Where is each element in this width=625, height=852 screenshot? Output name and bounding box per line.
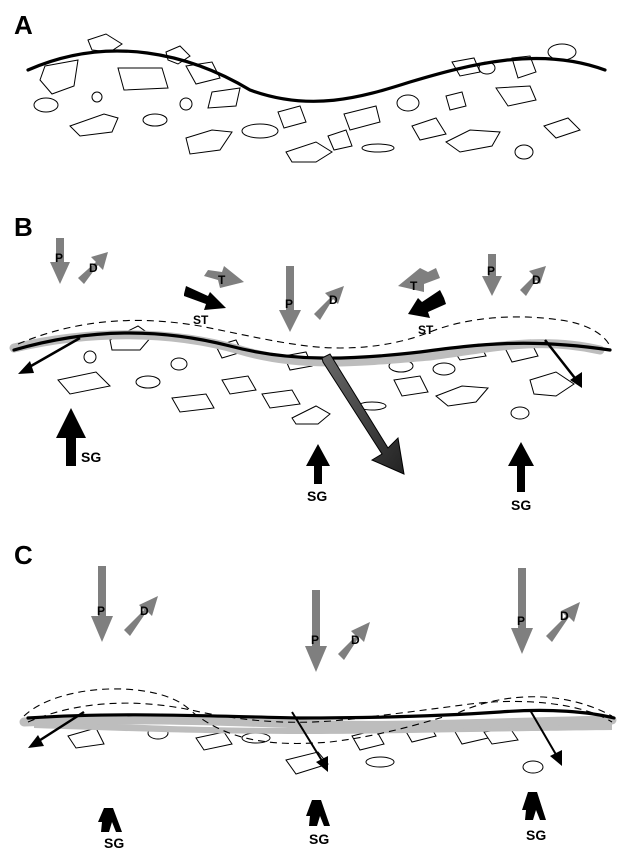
t-arrow-right: T [398,268,440,293]
p-arrow-label: P [487,264,495,278]
d-arrow-b3: D [520,266,546,296]
sg-arrow-b1: SG [56,408,101,466]
panel-a: A [14,10,605,162]
p-arrow-b1: P [50,238,70,284]
panel-a-grains [34,34,580,162]
panel-c-label: C [14,540,33,570]
sg-arrow-label: SG [511,497,531,513]
panel-b-label: B [14,212,33,242]
d-arrow-label: D [351,633,360,647]
t-arrow-label: T [410,279,418,293]
p-arrow-label: P [517,614,525,628]
sg-arrow-label: SG [104,835,124,851]
st-arrow-left: ST [184,286,226,327]
panel-b: B [14,212,610,513]
panel-b-large-downslope-arrow [322,354,404,474]
sg-arrow-label: SG [81,449,101,465]
panel-c: C P [14,540,614,851]
t-arrow-label: T [218,273,226,287]
p-arrow-label: P [311,633,319,647]
d-arrow-b1: D [78,252,108,284]
p-arrow-label: P [97,604,105,618]
p-arrow-c3: P [511,568,533,654]
d-arrow-c1: D [124,596,158,636]
st-arrow-right: ST [408,290,446,337]
sg-arrow-b2: SG [306,444,330,504]
sg-arrow-b3: SG [508,442,534,513]
st-arrow-label: ST [193,313,209,327]
st-arrow-label: ST [418,323,434,337]
d-arrow-b2: D [314,286,344,320]
sg-arrow-c3: SG [522,792,546,843]
sg-arrow-c1: SG [98,808,124,851]
p-arrow-b2: P [279,266,301,332]
d-arrow-label: D [532,273,541,287]
d-arrow-c2: D [338,622,370,660]
d-arrow-label: D [140,604,149,618]
p-arrow-c2: P [305,590,327,672]
d-arrow-label: D [329,293,338,307]
sg-arrow-label: SG [307,488,327,504]
d-arrow-label: D [560,609,569,623]
sg-arrow-label: SG [309,831,329,847]
d-arrow-c3: D [546,602,580,642]
p-arrow-c1: P [91,566,113,642]
panel-a-label: A [14,10,33,40]
p-arrow-b3: P [482,254,502,296]
sg-arrow-label: SG [526,827,546,843]
t-arrow-left: T [204,266,244,288]
p-arrow-label: P [55,251,63,265]
sg-arrow-c2: SG [306,800,330,847]
p-arrow-label: P [285,297,293,311]
panel-b-grains [58,326,574,424]
d-arrow-label: D [89,261,98,275]
